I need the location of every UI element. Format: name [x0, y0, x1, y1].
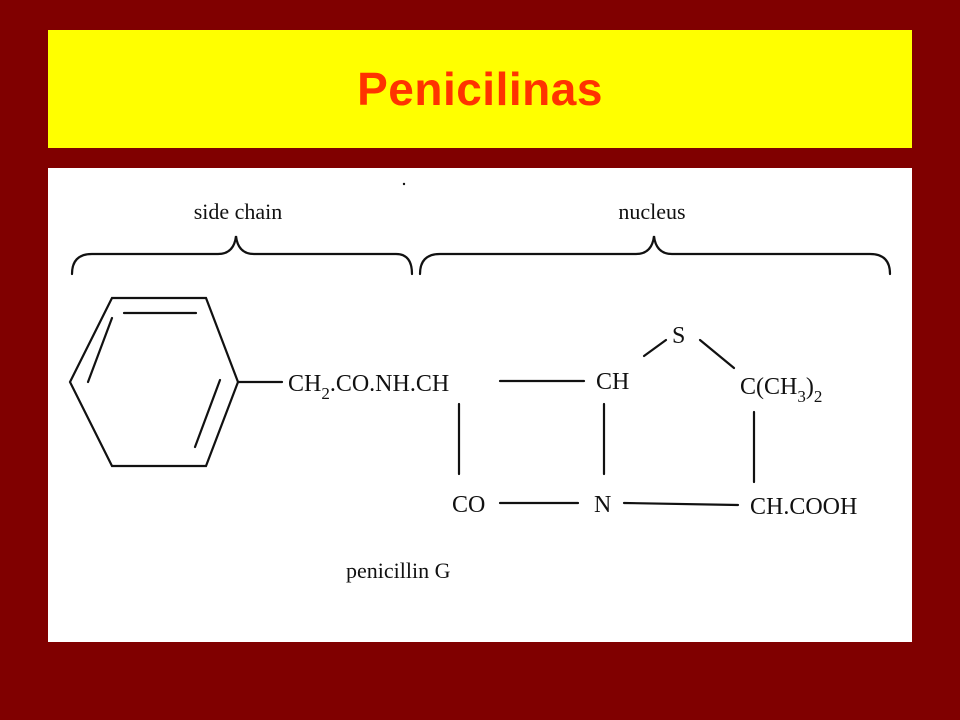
benzene-ring	[68, 296, 240, 468]
n-ch-bond	[622, 501, 740, 507]
ch-s-bond	[642, 338, 668, 358]
nucleus-label: nucleus	[618, 199, 685, 224]
s-c-bond	[698, 338, 736, 370]
benzene-double-bond-right	[193, 378, 222, 449]
diagram-caption: penicillin G	[346, 558, 451, 583]
ring-ch-label: CH	[596, 369, 629, 395]
dimethyl-carbon-label: C(CH3)2	[740, 374, 822, 406]
nitrogen-label: N	[594, 492, 611, 518]
penicillin-structure-diagram: side chain nucleus CH2.CO.NH.CH CH S C(C…	[68, 182, 892, 583]
benzene-double-bond-left	[86, 316, 114, 384]
carbonyl-label: CO	[452, 492, 485, 518]
page-title: Penicilinas	[357, 63, 603, 115]
carboxyl-label: CH.COOH	[750, 494, 857, 520]
side-chain-brace	[70, 235, 414, 276]
stray-dot	[402, 182, 406, 186]
nucleus-brace	[418, 235, 892, 276]
side-chain-label: side chain	[194, 199, 283, 224]
structure-panel: side chain nucleus CH2.CO.NH.CH CH S C(C…	[48, 168, 912, 642]
sulfur-label: S	[672, 323, 685, 349]
side-chain-formula: CH2.CO.NH.CH	[288, 371, 449, 403]
title-bar: Penicilinas	[48, 30, 912, 148]
